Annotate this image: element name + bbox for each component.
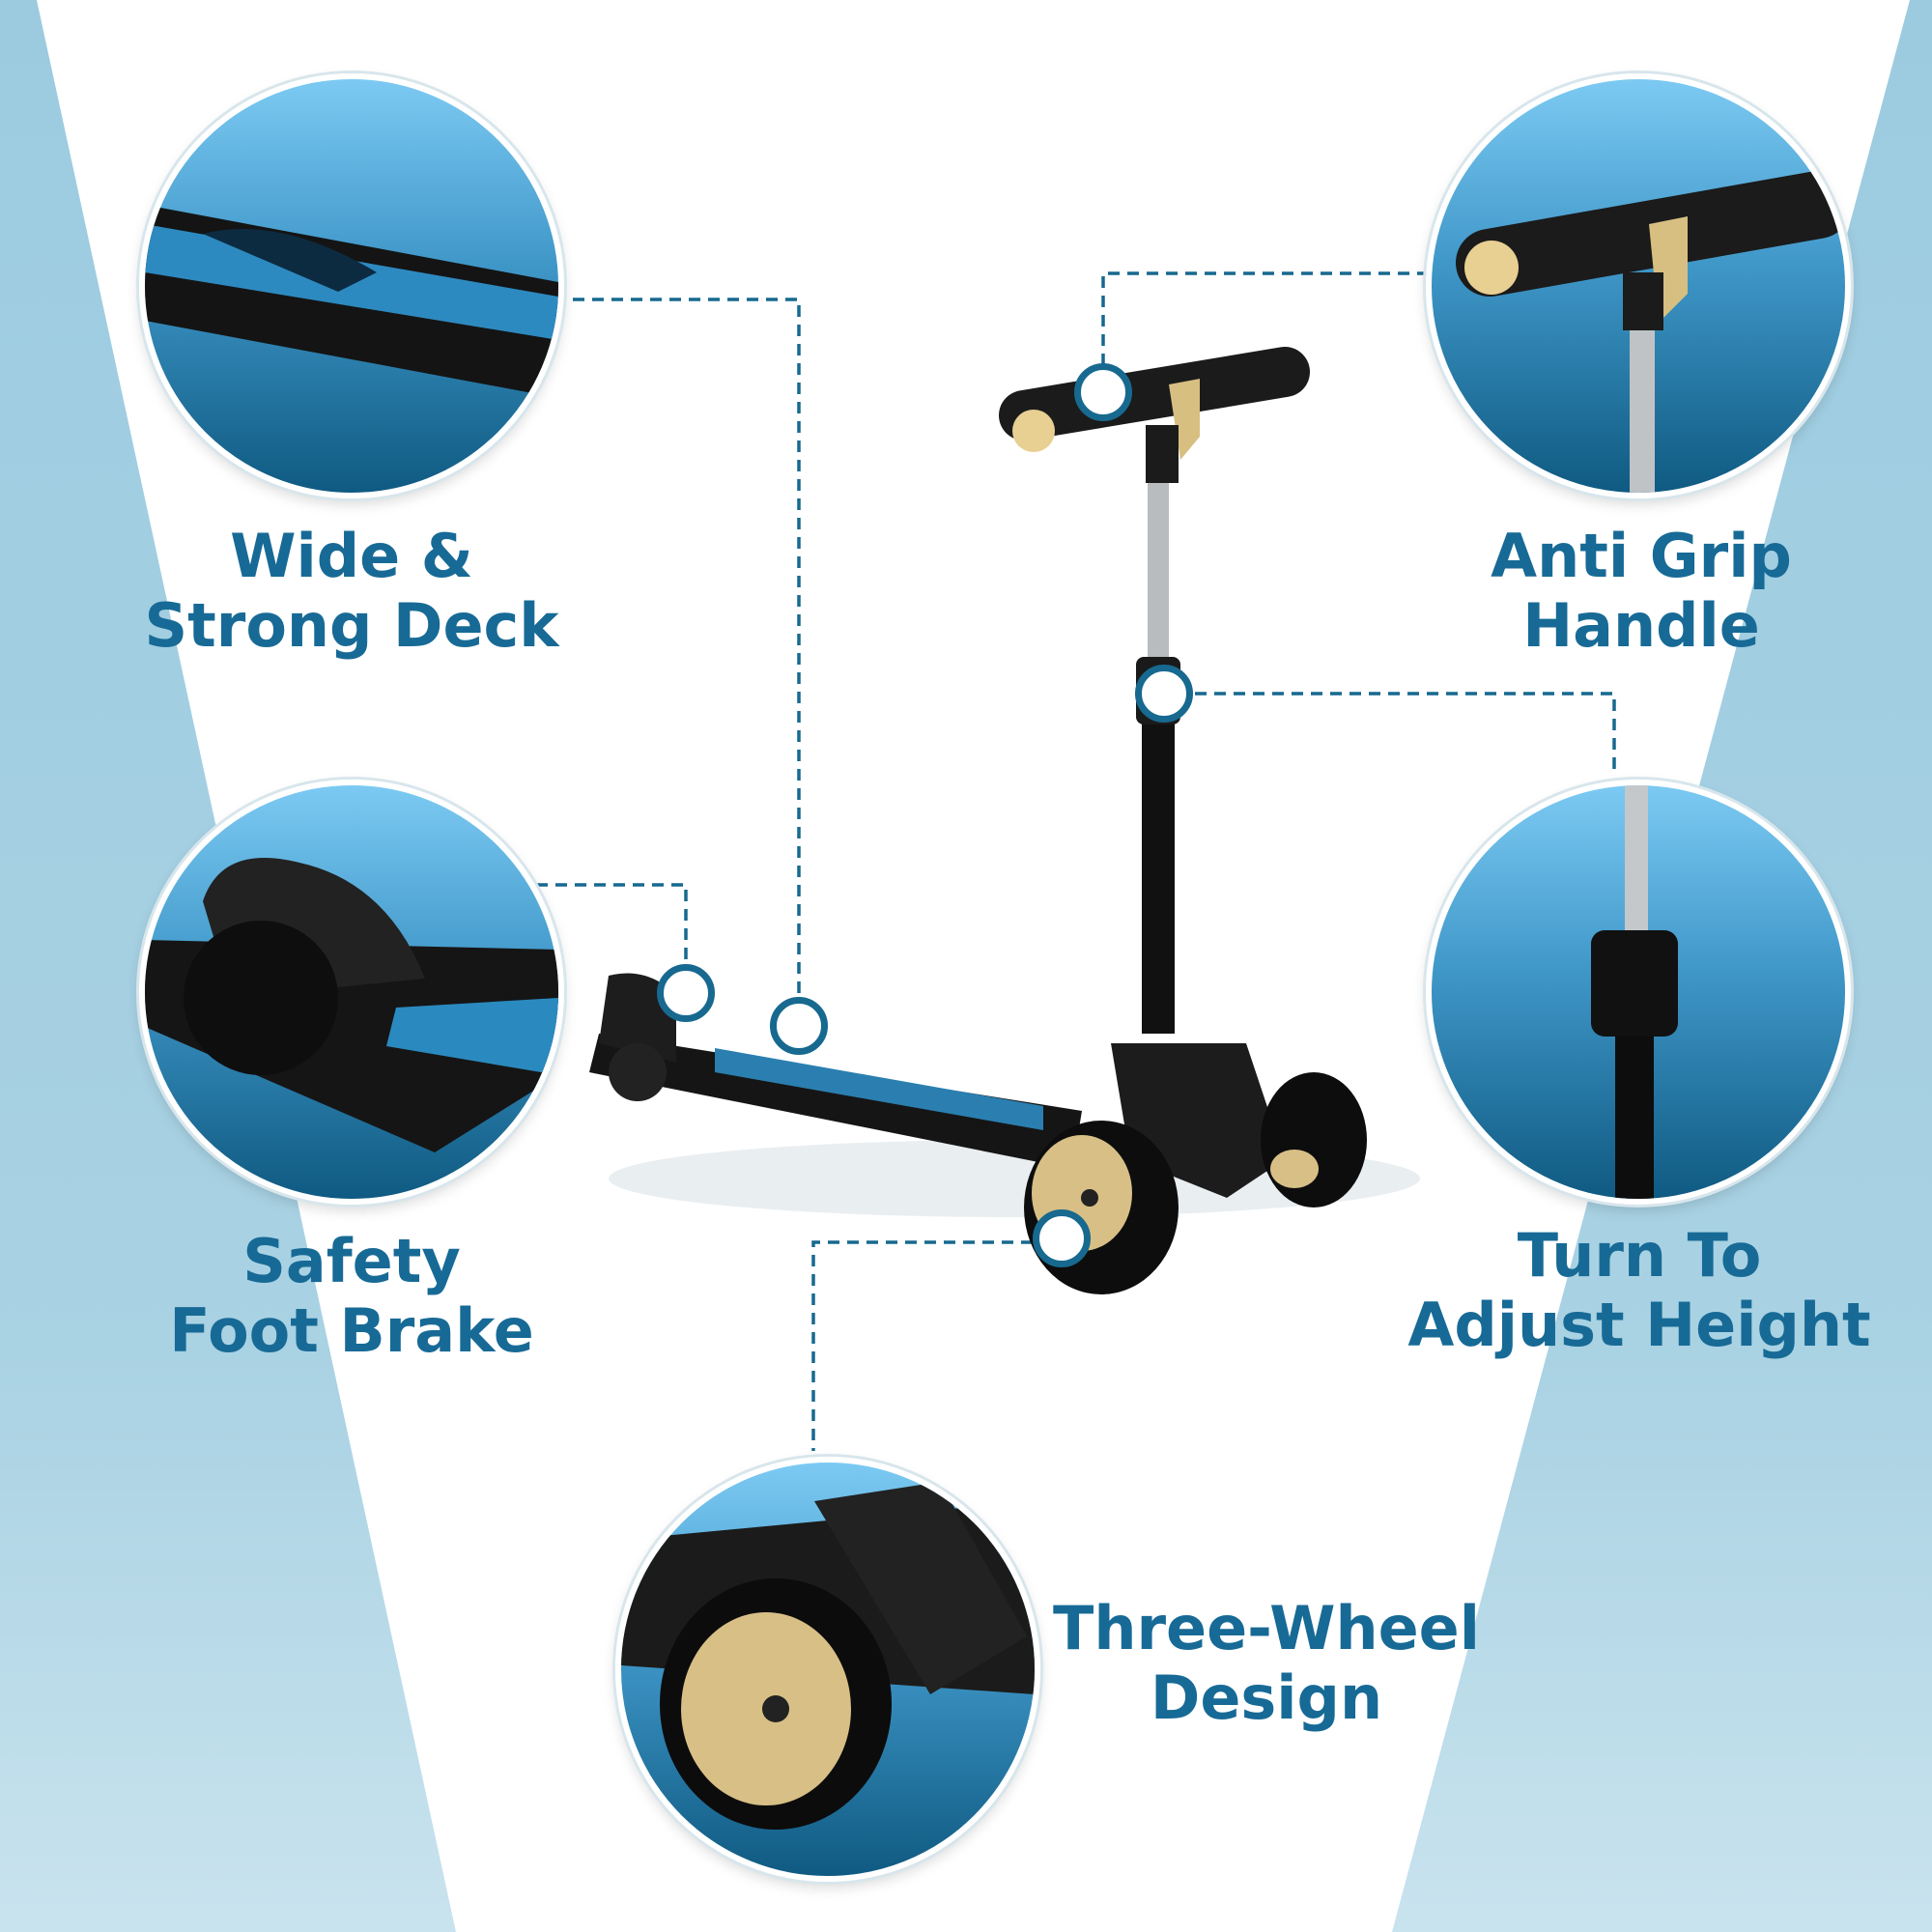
wheel-label: Three-Wheel Design [1053,1594,1480,1733]
wheel-hotspot[interactable] [1033,1209,1091,1267]
height-label-line1: Turn To [1517,1220,1762,1291]
handle-closeup-icon [1426,73,1851,498]
deck-closeup-icon [139,73,564,498]
handle-label: Anti Grip Handle [1491,522,1792,661]
deck-label: Wide & Strong Deck [144,522,558,661]
height-knob-closeup-icon [1426,780,1851,1205]
handle-hotspot[interactable] [1074,363,1132,421]
deck-label-line1: Wide & [230,521,473,591]
height-label: Turn To Adjust Height [1407,1221,1870,1360]
brake-label-line2: Foot Brake [169,1295,534,1366]
wheel-label-line1: Three-Wheel [1053,1593,1480,1663]
brake-label-line1: Safety [242,1226,461,1296]
handle-label-line2: Handle [1522,590,1760,661]
brake-hotspot[interactable] [657,964,715,1022]
wheel-callout-line [811,1240,1033,1451]
brake-closeup-icon [139,780,564,1205]
height-label-line2: Adjust Height [1407,1290,1871,1360]
brake-label: Safety Foot Brake [169,1227,534,1366]
handle-callout-line [1101,271,1430,365]
deck-label-line2: Strong Deck [144,590,559,661]
height-hotspot[interactable] [1135,665,1193,723]
deck-hotspot[interactable] [770,997,828,1055]
handle-label-line1: Anti Grip [1491,521,1792,591]
wheel-label-line2: Design [1150,1662,1383,1733]
brake-callout-line [536,883,688,966]
wheel-closeup-icon [615,1457,1040,1882]
height-callout-line [1195,692,1616,776]
